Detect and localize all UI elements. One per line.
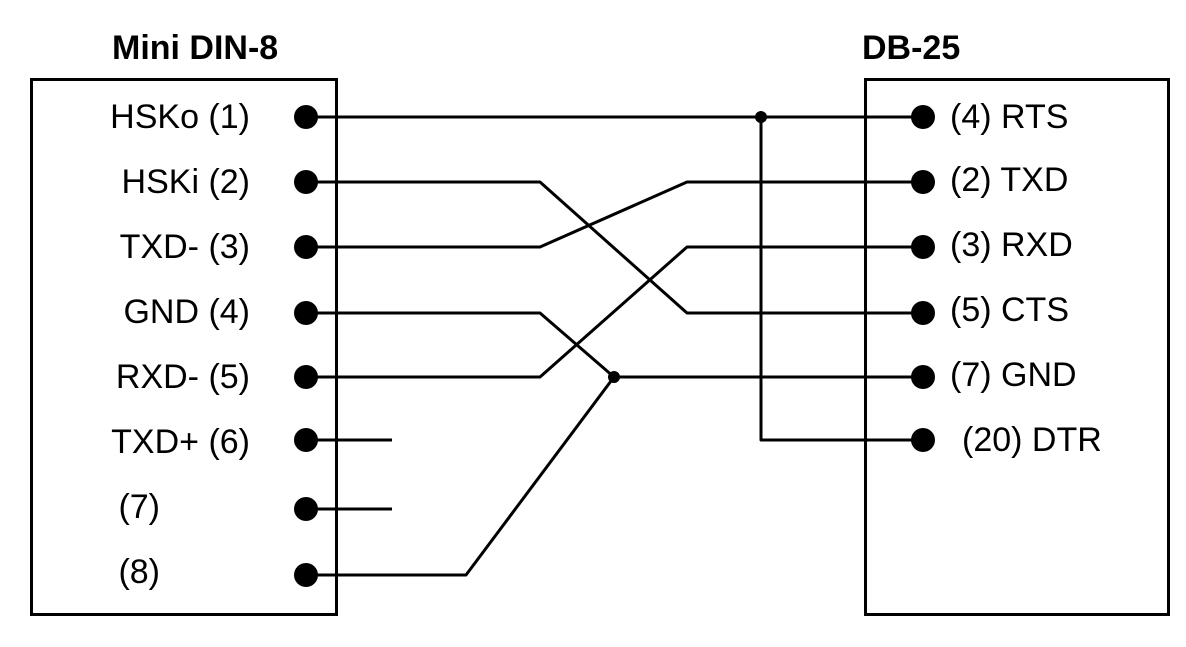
pin-dot-right-cts bbox=[911, 301, 935, 325]
right-connector-title: DB-25 bbox=[862, 29, 961, 67]
pin-dot-left-1 bbox=[294, 105, 318, 129]
wire-gnd-to-gnd bbox=[308, 311, 922, 379]
left-pin-label-7: (7) bbox=[118, 488, 160, 526]
pin-dot-left-2 bbox=[294, 170, 318, 194]
right-pin-label-rts: (4) RTS bbox=[950, 98, 1069, 136]
left-pin-label-6: TXD+ (6) bbox=[111, 423, 250, 461]
left-pin-label-1: HSKo (1) bbox=[110, 98, 250, 136]
wire-hsko-to-dtr bbox=[759, 117, 922, 442]
pin-dot-right-gnd bbox=[911, 365, 935, 389]
mini-din-8-connector-box bbox=[30, 78, 338, 616]
wire-rxd-minus-to-rxd bbox=[308, 245, 922, 379]
left-pin-label-2: HSKi (2) bbox=[121, 163, 250, 201]
right-pin-label-gnd: (7) GND bbox=[950, 356, 1077, 394]
right-pin-label-cts: (5) CTS bbox=[950, 291, 1069, 329]
pin-dot-right-dtr bbox=[911, 428, 935, 452]
left-pin-label-8: (8) bbox=[118, 553, 160, 591]
wire-txd-minus-to-txd bbox=[308, 180, 922, 249]
right-pin-label-dtr: (20) DTR bbox=[962, 421, 1102, 459]
pin-dot-left-5 bbox=[294, 365, 318, 389]
pin-dot-right-txd bbox=[911, 170, 935, 194]
db-25-connector-box bbox=[864, 78, 1170, 616]
wire-hski-to-cts bbox=[308, 180, 922, 315]
pin-dot-left-7 bbox=[294, 497, 318, 521]
pin-dot-left-8 bbox=[294, 563, 318, 587]
pin-dot-right-rxd bbox=[911, 235, 935, 259]
pin-dot-right-rts bbox=[911, 105, 935, 129]
junction-dot-rts-dtr bbox=[755, 111, 767, 123]
pin-dot-left-6 bbox=[294, 428, 318, 452]
right-pin-label-txd: (2) TXD bbox=[950, 161, 1069, 199]
wire-pin8-to-gnd bbox=[308, 376, 616, 577]
left-pin-label-3: TXD- (3) bbox=[119, 228, 250, 266]
junction-dot-gnd bbox=[608, 371, 620, 383]
pin-dot-left-4 bbox=[294, 301, 318, 325]
left-pin-label-4: GND (4) bbox=[123, 293, 250, 331]
left-connector-title: Mini DIN-8 bbox=[112, 29, 279, 67]
pin-dot-left-3 bbox=[294, 235, 318, 259]
left-pin-label-5: RXD- (5) bbox=[115, 358, 250, 396]
right-pin-label-rxd: (3) RXD bbox=[950, 226, 1073, 264]
